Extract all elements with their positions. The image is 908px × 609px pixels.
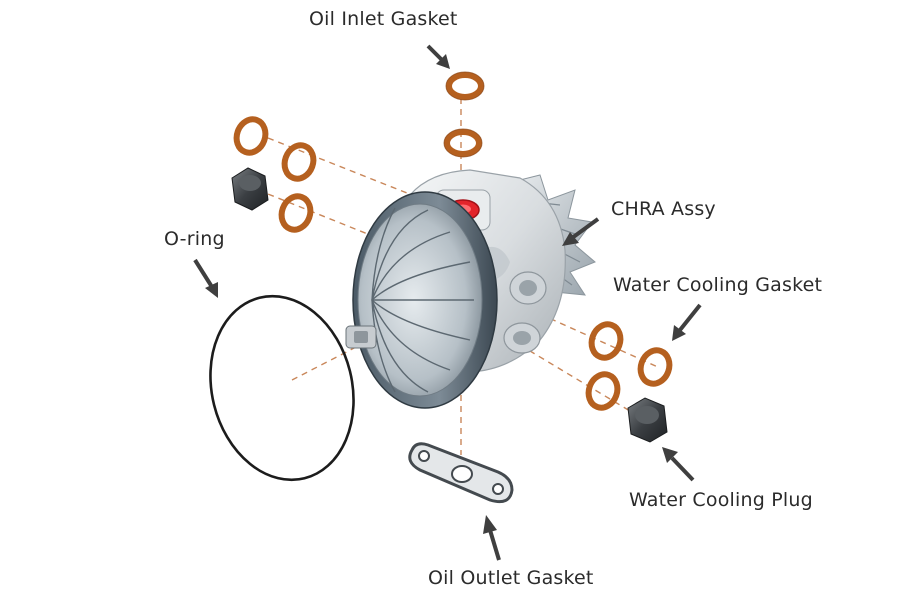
left-gasket-2 (281, 142, 317, 182)
leader-shaft (291, 344, 361, 381)
right-gasket-2 (637, 347, 673, 387)
compressor-blades (371, 207, 474, 393)
leader-right-lower (519, 344, 646, 421)
o-ring-part (209, 294, 355, 482)
left-gasket-1 (233, 116, 269, 156)
arrow-oil-outlet-icon (483, 515, 501, 561)
water-cooling-plug-icon (627, 397, 668, 443)
shaft-nut (345, 325, 377, 349)
water-cooling-gasket-label: Water Cooling Gasket (613, 274, 823, 296)
oil-inlet-gasket-label: Oil Inlet Gasket (309, 8, 458, 30)
right-gasket-3 (585, 371, 621, 411)
left-gasket-3 (278, 193, 314, 233)
oil-inlet-gasket-bottom (444, 129, 482, 157)
gaskets (233, 72, 673, 411)
arrow-water-cooling-plug-icon (662, 447, 695, 482)
oil-inlet-gasket-top (446, 72, 484, 100)
arrow-water-cooling-gasket-icon (672, 303, 702, 341)
left-plug-icon (231, 167, 269, 211)
arrow-oil-inlet-icon (426, 44, 450, 69)
water-cooling-plug-label: Water Cooling Plug (629, 489, 813, 511)
right-gasket-1 (588, 321, 624, 361)
arrow-o-ring-icon (193, 258, 218, 298)
arrow-chra-icon (562, 217, 600, 246)
o-ring-label: O-ring (164, 228, 225, 250)
oil-outlet-gasket-part (408, 442, 514, 504)
oil-outlet-gasket-label: Oil Outlet Gasket (428, 567, 594, 589)
callout-arrows (193, 44, 702, 561)
compressor-section (345, 191, 498, 409)
chra-assy-label: CHRA Assy (611, 198, 716, 220)
